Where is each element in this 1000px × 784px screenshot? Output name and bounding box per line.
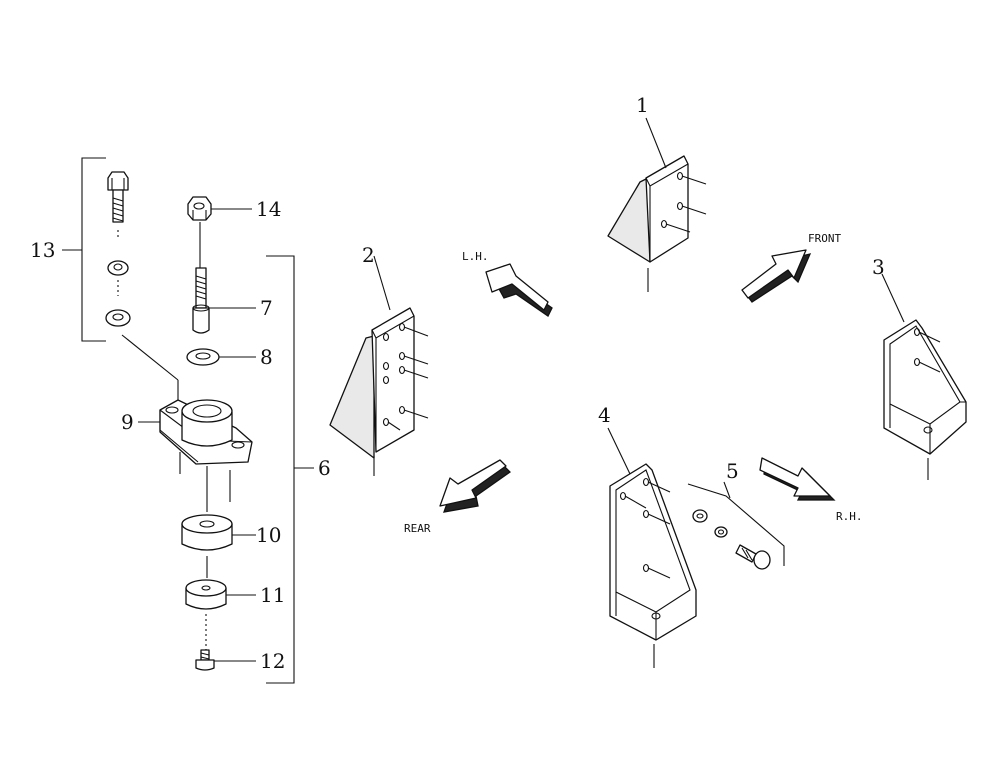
arrow-rear: REAR (404, 459, 512, 535)
part-2-bracket: 2 (329, 243, 429, 476)
part-13-washer (105, 309, 131, 327)
arrow-lh: L.H. (462, 250, 553, 317)
part-3-bracket: 3 (872, 255, 967, 480)
callout-4: 4 (598, 403, 611, 427)
part-9-flange-mount (159, 399, 253, 465)
part-13-lockwasher (107, 260, 129, 276)
bracket-6 (266, 255, 295, 684)
part-7-stud (192, 267, 210, 334)
label-lh: L.H. (462, 250, 489, 263)
label-front: FRONT (808, 232, 841, 245)
part-8-washer (186, 348, 220, 366)
callout-14: 14 (256, 197, 281, 221)
label-rh: R.H. (836, 510, 863, 523)
part-10-rubber-mount (181, 514, 233, 551)
part-13-bolt (107, 171, 129, 223)
bracket-5 (687, 483, 785, 566)
part-5-fasteners: 5 (687, 459, 785, 570)
arrow-front: FRONT (741, 232, 841, 303)
part-5-bolt (735, 544, 771, 570)
callout-2: 2 (362, 243, 375, 267)
mount-assembly: 13 14 (30, 157, 331, 684)
callout-9: 9 (121, 410, 134, 434)
part-12-screw (195, 649, 215, 671)
callout-3: 3 (872, 255, 885, 279)
callout-1: 1 (636, 93, 649, 117)
callout-10: 10 (256, 523, 281, 547)
callout-6: 6 (318, 456, 331, 480)
part-14-nut (187, 196, 212, 221)
callout-11: 11 (260, 583, 285, 607)
callout-5: 5 (726, 459, 739, 483)
label-rear: REAR (404, 522, 431, 535)
part-1-bracket: 1 (607, 93, 707, 292)
callout-8: 8 (260, 345, 273, 369)
part-5-washer (692, 509, 708, 523)
bracket-13 (81, 157, 106, 342)
callout-12: 12 (260, 649, 285, 673)
callout-13: 13 (30, 238, 55, 262)
part-11-cushion (185, 579, 227, 610)
part-5-nut (714, 526, 728, 538)
arrow-rh: R.H. (759, 457, 863, 523)
callout-7: 7 (260, 296, 273, 320)
part-4-bracket: 4 (598, 403, 697, 668)
